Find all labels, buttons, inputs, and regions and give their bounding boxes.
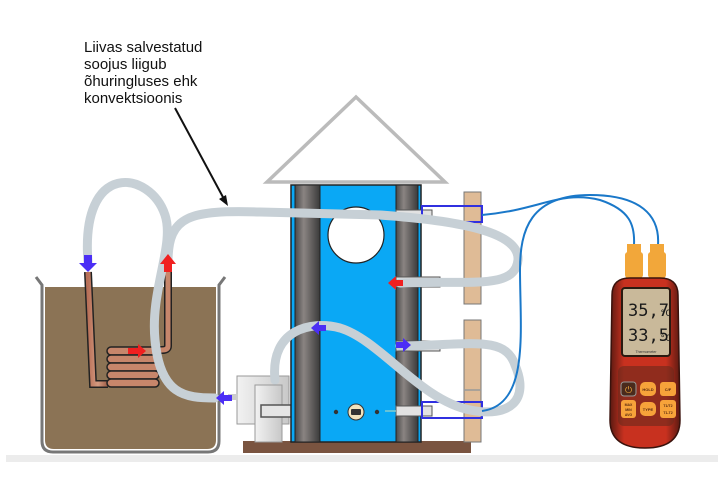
arrow-cold-down [79,255,97,272]
wood-post-lower [463,319,482,443]
air-hoses [82,178,525,417]
arrow-cold-into-heater [396,338,411,352]
blower-fan [228,375,304,443]
svg-text:MAX: MAX [625,403,633,407]
svg-text:T1-T2: T1-T2 [663,411,672,415]
caption-line-3: õhuringluses ehk [84,73,198,90]
lcd-screen [621,287,671,357]
wooden-base [243,441,471,453]
coil-windings [106,346,160,388]
svg-text:HOLD: HOLD [642,387,653,392]
arrow-cold-left-top [311,321,326,335]
cf-button[interactable]: C/F [660,382,676,396]
arrow-cold-left [216,391,232,405]
svg-text:T1/T2: T1/T2 [663,404,672,408]
heater-tower [262,94,450,443]
arrow-hot-up [160,254,176,272]
caption-line-2: soojus liigub [84,56,167,73]
wood-post-upper [463,191,482,305]
thermocouple-cables [481,193,660,412]
t1-t2-button[interactable]: T1/T2 T1-T2 [660,400,676,418]
flow-arrows [79,254,411,405]
power-button[interactable]: ⏻ [620,381,637,397]
caption-line-4: konvektsioonis [84,90,182,107]
arrow-hot-into-heater [388,276,403,290]
svg-text:AVG: AVG [625,413,633,417]
hold-button[interactable]: HOLD [640,382,656,396]
arrow-hot-right [128,344,146,358]
annotation-arrow [174,107,228,206]
reading-t1: 35,7 [628,301,669,321]
svg-text:TYPE: TYPE [643,407,654,412]
caption: Liivas salvestatud soojus liigub õhuring… [84,39,202,107]
pipe-right [395,184,419,443]
max-min-avg-button[interactable]: MAX MIN AVG [621,400,636,418]
type-button[interactable]: TYPE [640,402,656,416]
copper-coil [84,271,172,388]
reading-t1-unit: °C [660,309,671,319]
caption-line-1: Liivas salvestatud [84,39,202,56]
roof [262,94,450,184]
probe-plug-2 [648,252,666,278]
thermometer-label: Thermometer [635,350,657,354]
svg-text:C/F: C/F [665,387,672,392]
probe-plug-1 [625,252,643,278]
svg-text:MIN: MIN [625,408,632,412]
floor [6,455,718,462]
reading-t2-unit: °C [660,334,671,344]
reading-t2: 33,5 [628,326,669,346]
vent-hole [327,206,385,264]
power-icon: ⏻ [625,385,632,395]
pipe-left [294,184,321,443]
